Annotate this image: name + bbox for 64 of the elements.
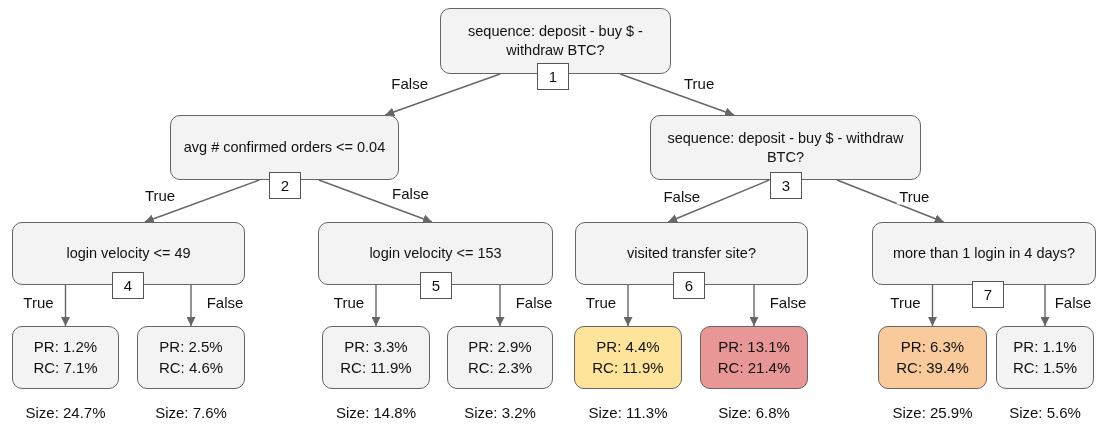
metric-text: RC: 39.4% xyxy=(896,357,969,378)
size-label: Size: 25.9% xyxy=(892,404,973,421)
arrow xyxy=(144,179,260,224)
condition-text: sequence: deposit - buy $ - withdraw BTC? xyxy=(467,22,644,60)
size-label: Size: 11.3% xyxy=(588,404,668,421)
metric-text: PR: 13.1% xyxy=(718,337,790,358)
metric-text: RC: 11.9% xyxy=(340,357,412,378)
arrow xyxy=(495,284,505,327)
metric-text: PR: 1.2% xyxy=(33,337,98,358)
decision-box xyxy=(170,115,399,180)
arrow xyxy=(619,73,735,117)
size-label: Size: 24.7% xyxy=(25,404,106,421)
arrow xyxy=(749,284,759,327)
size-label: Size: 6.8% xyxy=(718,404,790,421)
node-number: 5 xyxy=(420,272,452,299)
node-number: 1 xyxy=(537,63,569,90)
size-label: Size: 5.6% xyxy=(1009,404,1081,421)
arrow xyxy=(623,284,633,327)
arrow xyxy=(61,284,70,327)
metric-text: PR: 2.5% xyxy=(159,337,223,358)
arrow xyxy=(928,284,937,327)
metric-text: RC: 4.6% xyxy=(158,357,224,378)
leaf-box xyxy=(447,326,553,389)
node-number: 7 xyxy=(972,281,1004,308)
condition-text: login velocity <= 153 xyxy=(369,244,502,263)
condition-text: sequence: deposit - buy $ - withdraw BTC? xyxy=(666,128,905,167)
node-number: 6 xyxy=(673,272,705,299)
node-number: 2 xyxy=(269,172,301,199)
metric-text: RC: 7.1% xyxy=(33,357,98,378)
leaf-box xyxy=(996,326,1094,389)
metric-text: PR: 3.3% xyxy=(344,337,408,358)
condition-text: avg # confirmed orders <= 0.04 xyxy=(183,138,386,157)
decision-box xyxy=(650,115,921,180)
arrow xyxy=(836,179,945,223)
metric-text: RC: 11.9% xyxy=(592,357,664,378)
metric-text: RC: 1.5% xyxy=(1012,357,1078,378)
metric-text: RC: 2.3% xyxy=(467,357,533,378)
decision-box xyxy=(872,222,1096,285)
metric-text: RC: 21.4% xyxy=(717,357,791,378)
arrow xyxy=(318,179,433,224)
metric-text: PR: 1.1% xyxy=(1013,337,1077,358)
size-label: Size: 7.6% xyxy=(155,404,227,421)
leaf-box xyxy=(878,326,987,389)
condition-text: more than 1 login in 4 days? xyxy=(892,244,1076,263)
leaf-box xyxy=(700,326,808,389)
leaf-box xyxy=(322,326,430,389)
condition-text: login velocity <= 49 xyxy=(66,244,191,263)
arrow xyxy=(186,284,196,327)
size-label: Size: 3.2% xyxy=(464,404,536,421)
decision-box xyxy=(440,8,671,74)
arrow xyxy=(667,179,770,223)
node-number: 3 xyxy=(770,172,802,199)
node-number: 4 xyxy=(112,272,144,299)
leaf-box xyxy=(574,326,682,389)
metric-text: PR: 4.4% xyxy=(596,337,660,358)
size-label: Size: 14.8% xyxy=(336,404,416,421)
metric-text: PR: 6.3% xyxy=(900,337,965,358)
arrow xyxy=(384,73,501,117)
condition-text: visited transfer site? xyxy=(627,244,756,263)
metric-text: PR: 2.9% xyxy=(468,337,532,358)
leaf-box xyxy=(12,326,119,389)
arrow xyxy=(1040,284,1050,327)
leaf-box xyxy=(137,326,245,389)
arrow xyxy=(371,284,381,327)
